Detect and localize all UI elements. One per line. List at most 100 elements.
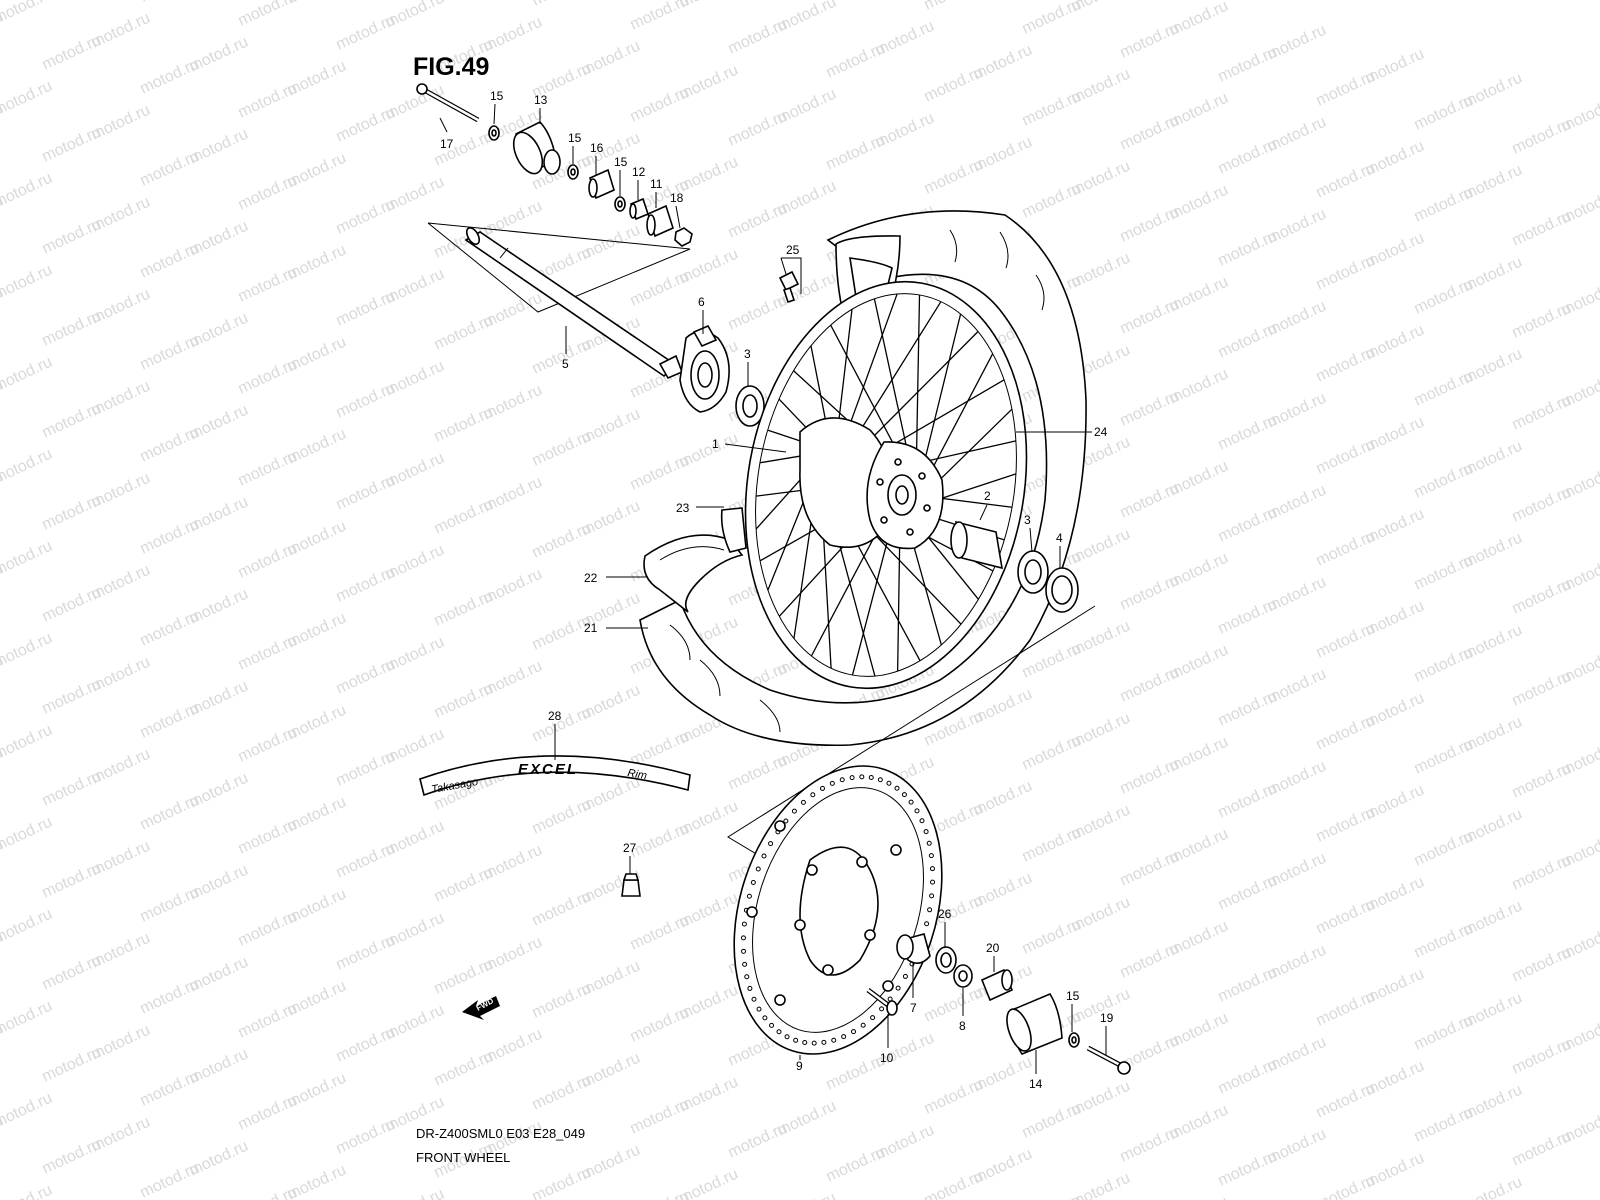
disc-hole xyxy=(800,799,806,805)
part-16-spacer[interactable] xyxy=(588,168,615,200)
part-27-valve-cap[interactable] xyxy=(621,873,641,897)
part-15-washer[interactable] xyxy=(567,164,579,180)
disc-hole xyxy=(894,785,900,791)
part-6-gearbox[interactable] xyxy=(679,324,730,413)
watermark-text: motod.ru xyxy=(1020,824,1084,866)
spoke xyxy=(915,294,921,468)
watermark-text: motod.ru xyxy=(1118,1124,1182,1166)
part-8-bearing[interactable] xyxy=(953,964,973,988)
callout-8: 8 xyxy=(959,1019,966,1033)
callout-16: 16 xyxy=(590,141,604,155)
figure-caption: FRONT WHEEL xyxy=(416,1150,510,1165)
watermark-text: motod.ru xyxy=(1314,712,1378,754)
spoke xyxy=(920,313,962,475)
part-17-bolt[interactable] xyxy=(416,83,480,123)
watermark-text: motod.ru xyxy=(334,472,398,514)
watermark-text: motod.ru xyxy=(138,332,202,374)
watermark-text: motod.ru xyxy=(1216,1148,1280,1190)
decal-text-right: Rim xyxy=(626,767,647,782)
watermark-text: motod.ru xyxy=(1118,756,1182,798)
watermark-text: motod.ru xyxy=(824,1144,888,1186)
part-25-valve[interactable] xyxy=(778,270,800,304)
part-11-collar[interactable] xyxy=(646,204,674,238)
watermark-text: motod.ru xyxy=(1314,344,1378,386)
part-7-spacer[interactable] xyxy=(896,933,931,964)
watermark-text: motod.ru xyxy=(1216,320,1280,362)
watermark-text: motod.ru xyxy=(922,1168,986,1200)
watermark-text: motod.ru xyxy=(0,538,55,580)
callout-15: 15 xyxy=(614,155,628,169)
part-15-washer[interactable] xyxy=(1068,1032,1080,1048)
watermark-text: motod.ru xyxy=(138,148,202,190)
part-14-collar[interactable] xyxy=(1002,992,1063,1055)
spoke xyxy=(830,324,904,463)
watermark-text: motod.ru xyxy=(1314,68,1378,110)
part-22-tube[interactable] xyxy=(643,534,744,613)
disc-hole xyxy=(831,1037,837,1043)
part-18-nut[interactable] xyxy=(674,227,693,247)
watermark-text: motod.ru xyxy=(1020,916,1084,958)
part-3-bearing[interactable] xyxy=(1017,550,1049,594)
watermark-text: motod.ru xyxy=(0,354,55,396)
part-2-spacer[interactable] xyxy=(950,520,1003,570)
watermark-text: motod.ru xyxy=(1118,296,1182,338)
watermark-text: motod.ru xyxy=(1216,44,1280,86)
watermark-text: motod.ru xyxy=(1412,552,1476,594)
watermark-text: motod.ru xyxy=(236,1000,300,1042)
part-15-washer[interactable] xyxy=(488,125,500,141)
watermark-text: motod.ru xyxy=(1216,872,1280,914)
disc-hole xyxy=(868,775,874,781)
watermark-text: motod.ru xyxy=(1118,388,1182,430)
callout-15: 15 xyxy=(568,131,582,145)
part-5-axle[interactable] xyxy=(464,226,684,380)
part-4-oil-seal[interactable] xyxy=(1045,567,1079,613)
watermark-text: motod.ru xyxy=(1510,1128,1574,1170)
watermark-text: motod.ru xyxy=(628,268,692,310)
watermark-text: motod.ru xyxy=(1510,944,1574,986)
disc-hole xyxy=(860,1022,866,1028)
part-19-bolt[interactable] xyxy=(1086,1045,1131,1075)
watermark-text: motod.ru xyxy=(0,0,55,28)
watermark-text: motod.ru xyxy=(0,630,55,672)
disc-hole xyxy=(746,893,752,899)
watermark-text: motod.ru xyxy=(236,632,300,674)
watermark-text: motod.ru xyxy=(530,796,594,838)
part-10-disc-bolt[interactable] xyxy=(866,988,898,1016)
watermark-text: motod.ru xyxy=(1510,300,1574,342)
spoke xyxy=(848,301,942,449)
disc-hole xyxy=(819,785,825,791)
watermark-text: motod.ru xyxy=(236,448,300,490)
callout-25: 25 xyxy=(786,243,800,257)
part-12-spacer[interactable] xyxy=(629,197,649,221)
disc-hole xyxy=(741,948,747,954)
disc-hole xyxy=(895,985,901,991)
watermark-text: motod.ru xyxy=(334,380,398,422)
callout-3: 3 xyxy=(1024,513,1031,527)
watermark-text: motod.ru xyxy=(40,32,104,74)
part-15-washer[interactable] xyxy=(614,196,626,212)
watermark-text: motod.ru xyxy=(775,1190,839,1200)
watermark-text: motod.ru xyxy=(1314,804,1378,846)
watermark-text: motod.ru xyxy=(40,1136,104,1178)
watermark-text: motod.ru xyxy=(1118,20,1182,62)
watermark-text: motod.ru xyxy=(530,704,594,746)
watermark-text: motod.ru xyxy=(432,496,496,538)
assembly-guide-line xyxy=(427,222,691,313)
watermark-text: motod.ru xyxy=(530,1164,594,1200)
watermark-text: motod.ru xyxy=(1510,392,1574,434)
part-20-collar[interactable] xyxy=(980,968,1014,1002)
watermark-text: motod.ru xyxy=(1216,780,1280,822)
watermark-text: motod.ru xyxy=(0,814,55,856)
part-26-oil-seal[interactable] xyxy=(935,946,957,974)
watermark-text: motod.ru xyxy=(0,722,55,764)
watermark-text: motod.ru xyxy=(0,1182,55,1200)
callout-labels: 17 15 13 15 16 15 12 11 18 5 6 3 1 25 24… xyxy=(440,89,1114,1091)
callout-14: 14 xyxy=(1029,1077,1043,1091)
watermark-text: motod.ru xyxy=(0,170,55,212)
part-9-brake-disc[interactable] xyxy=(699,739,977,1081)
watermark-text: motod.ru xyxy=(432,956,496,998)
part-28-rim-decal[interactable]: Takasago EXCEL Rim xyxy=(419,755,691,797)
part-23-rim-band[interactable] xyxy=(720,507,747,553)
part-3-bearing[interactable] xyxy=(735,385,765,427)
part-13-collar[interactable] xyxy=(508,121,561,178)
